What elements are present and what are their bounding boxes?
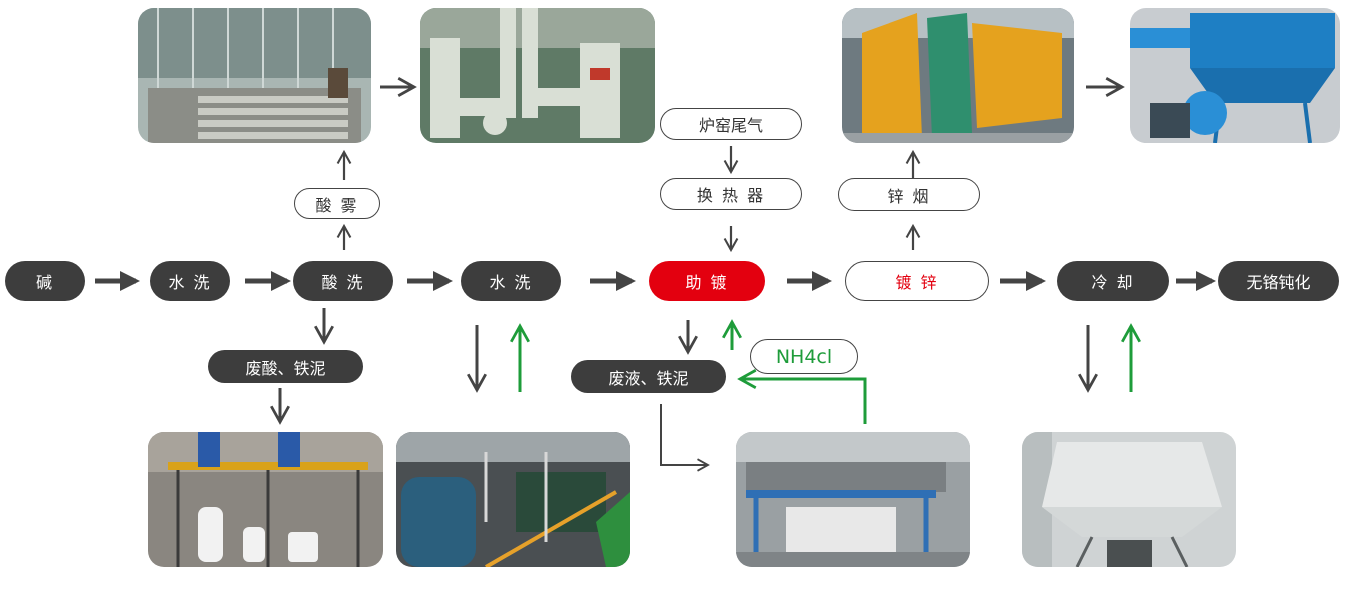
acid-mist-label: 酸 雾 [315, 195, 359, 215]
step-cooling: 冷 却 [1057, 261, 1169, 301]
arrow-waste-liquid-to-filter-press [660, 404, 710, 472]
nh4cl-label: NH4cl [775, 345, 833, 368]
step-passivation-label: 无铬钝化 [1246, 273, 1311, 292]
acid-mist-scrubber-photo [420, 8, 655, 143]
step-acid-wash: 酸 洗 [293, 261, 393, 301]
step-galvanize-label: 镀 锌 [895, 273, 939, 292]
step-water-wash-1-label: 水 洗 [168, 273, 212, 292]
filter-press-photo [736, 432, 970, 567]
kiln-exhaust-box: 炉窑尾气 [660, 108, 802, 140]
step-alkali: 碱 [5, 261, 85, 301]
step-acid-wash-label: 酸 洗 [321, 273, 365, 292]
waste-liquid-box: 废液、铁泥 [571, 360, 726, 393]
step-water-wash-1: 水 洗 [150, 261, 230, 301]
step-passivation: 无铬钝化 [1218, 261, 1339, 301]
step-flux-label: 助 镀 [685, 273, 729, 292]
heat-exchanger-label: 换 热 器 [696, 186, 766, 205]
step-water-wash-2-label: 水 洗 [489, 273, 533, 292]
dust-collector-photo [1130, 8, 1340, 143]
zinc-fume-box: 锌 烟 [838, 178, 980, 211]
acid-recovery-equipment-photo [148, 432, 383, 567]
acid-mist-box: 酸 雾 [294, 188, 380, 219]
waste-liquid-label: 废液、铁泥 [608, 368, 689, 388]
acid-wash-workshop-photo [138, 8, 371, 143]
step-water-wash-2: 水 洗 [461, 261, 561, 301]
zinc-fume-label: 锌 烟 [887, 186, 931, 206]
waste-acid-box: 废酸、铁泥 [208, 350, 363, 383]
step-alkali-label: 碱 [35, 273, 54, 292]
cooling-tower-photo [1022, 432, 1236, 567]
step-galvanize: 镀 锌 [845, 261, 989, 301]
nh4cl-box: NH4cl [750, 339, 858, 374]
kiln-exhaust-label: 炉窑尾气 [698, 116, 763, 135]
galvanizing-line-photo [842, 8, 1074, 143]
heat-exchanger-box: 换 热 器 [660, 178, 802, 210]
waste-acid-label: 废酸、铁泥 [245, 358, 326, 378]
step-cooling-label: 冷 却 [1091, 273, 1135, 292]
step-flux: 助 镀 [649, 261, 765, 301]
return-arrow-filter-to-waste-liquid [737, 369, 867, 424]
wastewater-treatment-photo [396, 432, 630, 567]
